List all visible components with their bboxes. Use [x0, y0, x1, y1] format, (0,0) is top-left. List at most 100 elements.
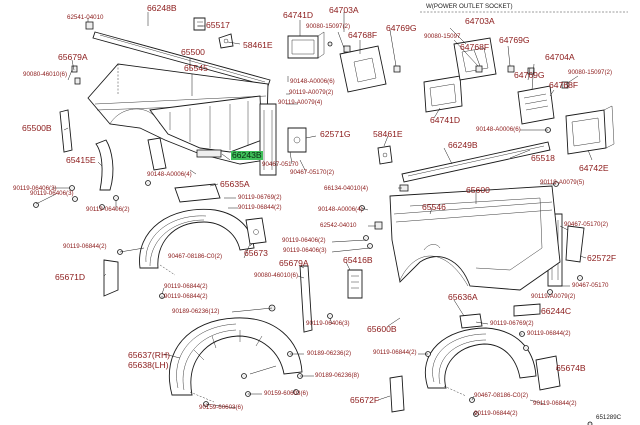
part-label-65673[interactable]: 65673 — [244, 248, 268, 258]
part-label-90080-15097[interactable]: 90080-15097 — [424, 33, 461, 40]
part-label-90467-05170-r[interactable]: 90467-05170 — [572, 282, 609, 289]
part-label-90119-06406-3-b[interactable]: 90119-06406(3) — [30, 190, 74, 197]
part-label-90467-05170-2[interactable]: 90467-05170(2) — [290, 169, 335, 176]
part-end-piece-65679A-mid — [299, 265, 313, 333]
part-label-65518[interactable]: 65518 — [531, 153, 555, 163]
part-label-90148-A0006-6-r[interactable]: 90148-A0006(6) — [476, 126, 521, 133]
part-label-90467-05170[interactable]: 90467-05170 — [262, 161, 299, 168]
part-label-64769G-r[interactable]: 64769G — [514, 70, 545, 80]
leader-lines — [35, 12, 593, 415]
part-label-90080-15097-2[interactable]: 90080-15097(2) — [306, 23, 351, 30]
part-label-65636A[interactable]: 65636A — [448, 292, 478, 302]
part-label-90119-06844-2-l[interactable]: 90119-06844(2) — [63, 243, 107, 250]
part-label-65416B[interactable]: 65416B — [343, 255, 373, 265]
part-label-90119-06769-2[interactable]: 90119-06769(2) — [238, 194, 282, 201]
part-label-64768F[interactable]: 64768F — [348, 30, 378, 40]
part-label-90119-06844-2[interactable]: 90119-06844(2) — [238, 204, 282, 211]
part-label-90119-06844-2-r1[interactable]: 90119-06844(2) — [527, 330, 571, 337]
part-label-90080-46010-6-m[interactable]: 90080-46010(6) — [254, 272, 299, 279]
part-label-90119-A0079-5[interactable]: 90119-A0079(5) — [540, 179, 585, 186]
part-label-65672F[interactable]: 65672F — [350, 395, 380, 405]
part-label-65679A-m[interactable]: 65679A — [279, 258, 309, 268]
part-label-90080-15097-2-r[interactable]: 90080-15097(2) — [568, 69, 613, 76]
part-label-65671D[interactable]: 65671D — [55, 272, 86, 282]
part-label-90119-A0079-4[interactable]: 90119-A0079(4) — [278, 99, 323, 106]
part-label-64742E[interactable]: 64742E — [579, 163, 609, 173]
part-label-65638-LH[interactable]: 65638(LH) — [128, 360, 169, 370]
part-label-65415E[interactable]: 65415E — [66, 155, 96, 165]
part-bracket-left-side — [287, 127, 307, 153]
part-label-66243B-highlighted[interactable]: 66243B — [231, 150, 263, 160]
part-label-65679A[interactable]: 65679A — [58, 52, 88, 62]
part-label-58461E-r[interactable]: 58461E — [373, 129, 403, 139]
part-label-90159-60603-6[interactable]: 90159-60603(6) — [264, 390, 309, 397]
part-label-65517[interactable]: 65517 — [206, 20, 230, 30]
part-label-90119-06406-3[interactable]: 90119-06406(3) — [13, 185, 57, 192]
part-label-65545[interactable]: 65545 — [184, 63, 208, 73]
part-label-90119-06844-2-r2[interactable]: 90119-06844(2) — [373, 349, 417, 356]
part-clips-fender-left — [203, 351, 303, 407]
part-label-90467-08186-C0-2-r[interactable]: 90467-08186-C0(2) — [474, 392, 529, 399]
part-label-66249B[interactable]: 66249B — [448, 140, 478, 150]
part-label-90159-60603-6-b[interactable]: 90159-60603(6) — [199, 404, 244, 411]
part-label-64769G[interactable]: 64769G — [386, 23, 417, 33]
part-label-64769G-w[interactable]: 64769G — [499, 35, 530, 45]
part-label-90119-A0079-2[interactable]: 90119-A0079(2) — [289, 89, 334, 96]
part-label-65635A[interactable]: 65635A — [220, 179, 250, 189]
part-label-64768F-w[interactable]: 64768F — [460, 42, 490, 52]
part-label-90148-A0006-4[interactable]: 90148-A0006(4) — [147, 171, 192, 178]
part-label-65500[interactable]: 65500 — [181, 47, 205, 57]
part-label-90467-08186-C0-2[interactable]: 90467-08186-C0(2) — [168, 253, 223, 260]
part-label-90119-06406-2-m[interactable]: 90119-06406(2) — [282, 237, 326, 244]
part-label-90189-06236-12[interactable]: 90189-06236(12) — [172, 308, 220, 315]
diagram-reference-code: 651289C — [596, 414, 622, 421]
part-label-90080-46010[interactable]: 90080-46010(6) — [23, 71, 68, 78]
part-label-65600[interactable]: 65600 — [466, 185, 490, 195]
part-bracket-65674B — [535, 355, 561, 391]
power-outlet-socket-heading: W(POWER OUTLET SOCKET) — [426, 3, 513, 10]
part-label-90148-A0006-6[interactable]: 90148-A0006(6) — [290, 78, 335, 85]
part-label-90119-06406-2[interactable]: 90119-06406(2) — [86, 206, 130, 213]
part-label-62571G[interactable]: 62571G — [320, 129, 351, 139]
part-label-66134-04010-4[interactable]: 66134-04010(4) — [324, 185, 369, 192]
part-label-65546[interactable]: 65546 — [422, 202, 446, 212]
part-label-66248B[interactable]: 66248B — [147, 3, 177, 13]
part-label-66244C[interactable]: 66244C — [541, 306, 572, 316]
part-liner-large-left — [139, 208, 255, 276]
part-cover-64703A-top — [339, 45, 387, 93]
part-label-90119-06844-2-b[interactable]: 90119-06844(2) — [164, 293, 208, 300]
part-label-90119-06844-2-r3[interactable]: 90119-06844(2) — [533, 400, 577, 407]
part-label-58461E[interactable]: 58461E — [243, 40, 273, 50]
part-end-piece-65500B — [59, 109, 73, 153]
part-label-90119-06769-2-r[interactable]: 90119-06769(2) — [490, 320, 534, 327]
part-label-65674B[interactable]: 65674B — [556, 363, 586, 373]
part-label-62541-04010[interactable]: 62541-04010 — [67, 14, 104, 21]
part-label-90189-06236-2[interactable]: 90189-06236(2) — [307, 350, 352, 357]
part-label-90148-A0006-4-m[interactable]: 90148-A0006(4) — [318, 206, 363, 213]
part-label-64703A[interactable]: 64703A — [329, 5, 359, 15]
part-label-65600B[interactable]: 65600B — [367, 324, 397, 334]
part-label-65500B[interactable]: 65500B — [22, 123, 52, 133]
part-label-90119-A0079-2-r[interactable]: 90119-A0079(2) — [531, 293, 576, 300]
part-label-90119-06844-2-r4[interactable]: 90119-06844(2) — [474, 410, 518, 417]
part-clip-58461E-right — [377, 145, 393, 165]
part-label-64768F-r[interactable]: 64768F — [549, 80, 579, 90]
part-label-90119-06406-3-m[interactable]: 90119-06406(3) — [283, 247, 327, 254]
part-fasteners-64768F — [327, 41, 401, 73]
part-label-65637-RH[interactable]: 65637(RH) — [128, 350, 171, 360]
part-label-90189-06236-8[interactable]: 90189-06236(8) — [315, 372, 360, 379]
part-label-62542-04010[interactable]: 62542-04010 — [320, 222, 357, 229]
part-bracket-65517 — [193, 17, 206, 31]
part-mudguard-65672F — [389, 375, 405, 413]
part-label-64703A-w[interactable]: 64703A — [465, 16, 495, 26]
part-label-90119-06406-3-c[interactable]: 90119-06406(3) — [306, 320, 350, 327]
part-bed-side-inner-65546 — [409, 197, 543, 271]
part-label-64741D-w[interactable]: 64741D — [430, 115, 461, 125]
part-label-64704A[interactable]: 64704A — [545, 52, 575, 62]
part-label-64741D[interactable]: 64741D — [283, 10, 314, 20]
part-label-90119-06844-2-a[interactable]: 90119-06844(2) — [164, 283, 208, 290]
part-bed-side-inner-65545 — [149, 95, 263, 153]
part-label-62572F[interactable]: 62572F — [587, 253, 617, 263]
part-label-90467-05170-2-r[interactable]: 90467-05170(2) — [564, 221, 609, 228]
